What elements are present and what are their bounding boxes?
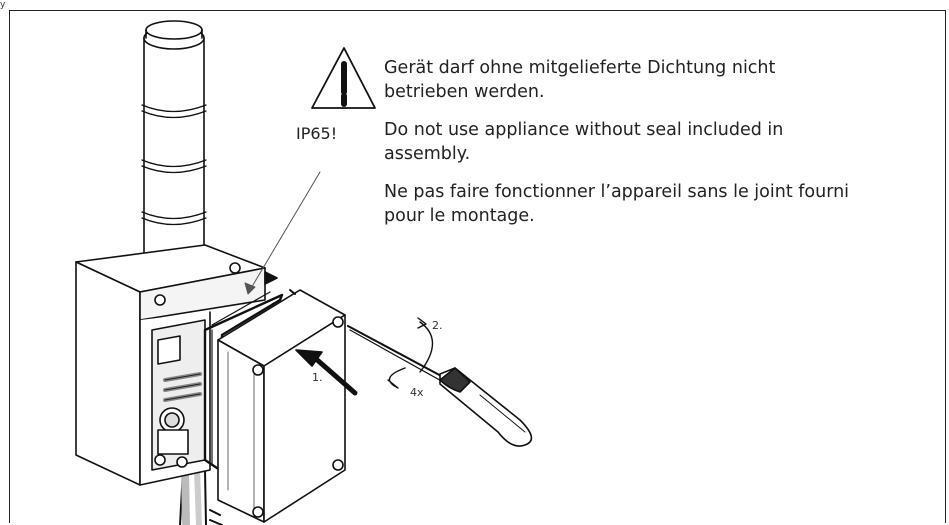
insert-arrow xyxy=(295,349,358,396)
ip-rating-label: IP65! xyxy=(296,124,338,143)
signal-tower xyxy=(141,20,207,284)
cable xyxy=(179,466,207,525)
leader-line xyxy=(249,171,321,291)
diagram-frame xyxy=(9,10,946,523)
rotation-arrow xyxy=(387,317,434,389)
warning-triangle-icon xyxy=(311,47,376,109)
step-2-label: 2. xyxy=(432,319,443,332)
housing-lid xyxy=(209,289,346,525)
turn-count-label: 4x xyxy=(410,386,424,399)
screwdriver xyxy=(347,325,533,447)
notice-german: Gerät darf ohne mitgelieferte Dichtung n… xyxy=(384,58,776,102)
gasket-marker-arrow xyxy=(264,271,278,285)
notice-french: Ne pas faire fonctionner l’appareil sans… xyxy=(384,182,850,226)
leader-arrowhead xyxy=(244,282,256,295)
notice-english: Do not use appliance without seal includ… xyxy=(384,120,784,164)
seal-gasket xyxy=(203,291,284,472)
step-1-label: 1. xyxy=(312,371,323,384)
corner-mark: y xyxy=(0,0,6,10)
